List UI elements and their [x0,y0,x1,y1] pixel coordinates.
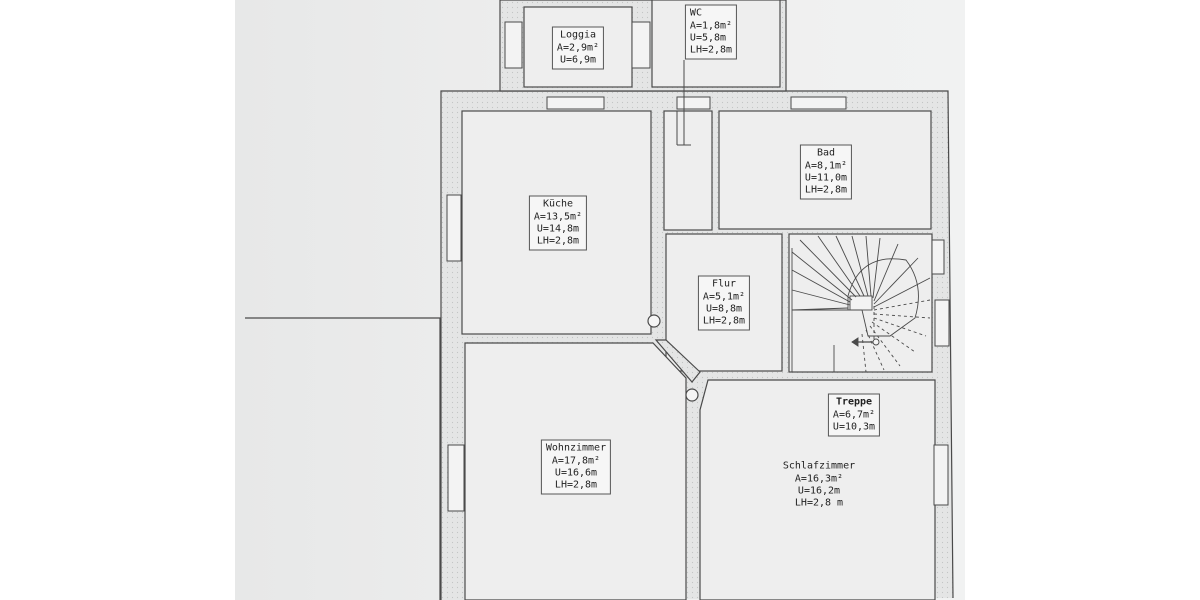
room-name: Bad [816,147,836,159]
room-name: Loggia [559,29,597,41]
room-area: A=13,5m² [533,211,583,223]
room-label-kueche: Küche A=13,5m² U=14,8m LH=2,8m [528,195,588,251]
room-height: LH=2,8m [554,479,598,491]
room-shaft [663,110,713,231]
room-name: WC [689,7,702,19]
window-loggia-left [504,21,523,69]
room-area: A=2,9m² [556,42,600,54]
room-label-schlafzimmer: Schlafzimmer A=16,3m² U=16,2m LH=2,8 m [778,458,860,513]
room-label-loggia: Loggia A=2,9m² U=6,9m [551,26,605,70]
window-kueche-top [546,96,605,110]
staircase [791,235,931,373]
stair-newel [849,295,873,311]
stair-well [847,258,919,337]
room-area: A=5,1m² [702,291,746,303]
room-height: LH=2,8 m [794,497,844,509]
room-label-bad: Bad A=8,1m² U=11,0m LH=2,8m [799,144,853,200]
chimney-1 [647,314,661,328]
window-treppe-right-lower [934,299,950,347]
room-perimeter: U=16,2m [797,485,841,497]
room-area: A=8,1m² [804,160,848,172]
windows [446,21,950,512]
room-name: Schlafzimmer [782,460,856,472]
room-perimeter: U=5,8m [689,32,727,44]
adjacent-building [245,317,441,600]
room-label-wc: WC A=1,8m² U=5,8m LH=2,8m [684,4,738,60]
room-perimeter: U=16,6m [554,467,598,479]
room-area: A=6,7m² [832,409,876,421]
diagonal-wall [654,339,701,383]
room-name: Flur [711,278,737,290]
room-height: LH=2,8m [702,315,746,327]
room-perimeter: U=14,8m [536,223,580,235]
window-wohnzimmer-left [447,444,465,512]
room-area: A=1,8m² [689,20,733,32]
room-height: LH=2,8m [689,44,733,56]
window-loggia-right [631,21,651,69]
window-kueche-left [446,194,462,262]
room-label-flur: Flur A=5,1m² U=8,8m LH=2,8m [697,275,751,331]
room-perimeter: U=8,8m [705,303,743,315]
window-treppe-right [931,239,945,275]
window-schlafzimmer-right [933,444,949,506]
room-area: A=16,3m² [794,473,844,485]
window-wc-bottom [676,96,711,110]
chimneys [647,314,699,402]
room-height: LH=2,8m [536,235,580,247]
room-area: A=17,8m² [551,455,601,467]
room-name: Treppe [835,396,873,408]
room-name: Küche [542,198,574,210]
chimney-2 [685,388,699,402]
room-label-treppe: Treppe A=6,7m² U=10,3m [827,393,881,437]
room-name: Wohnzimmer [545,442,607,454]
room-perimeter: U=11,0m [804,172,848,184]
wc-shaft-line [676,60,691,146]
room-perimeter: U=6,9m [559,54,597,66]
window-bad-top [790,96,847,110]
room-label-wohnzimmer: Wohnzimmer A=17,8m² U=16,6m LH=2,8m [540,439,612,495]
room-height: LH=2,8m [804,184,848,196]
room-perimeter: U=10,3m [832,421,876,433]
